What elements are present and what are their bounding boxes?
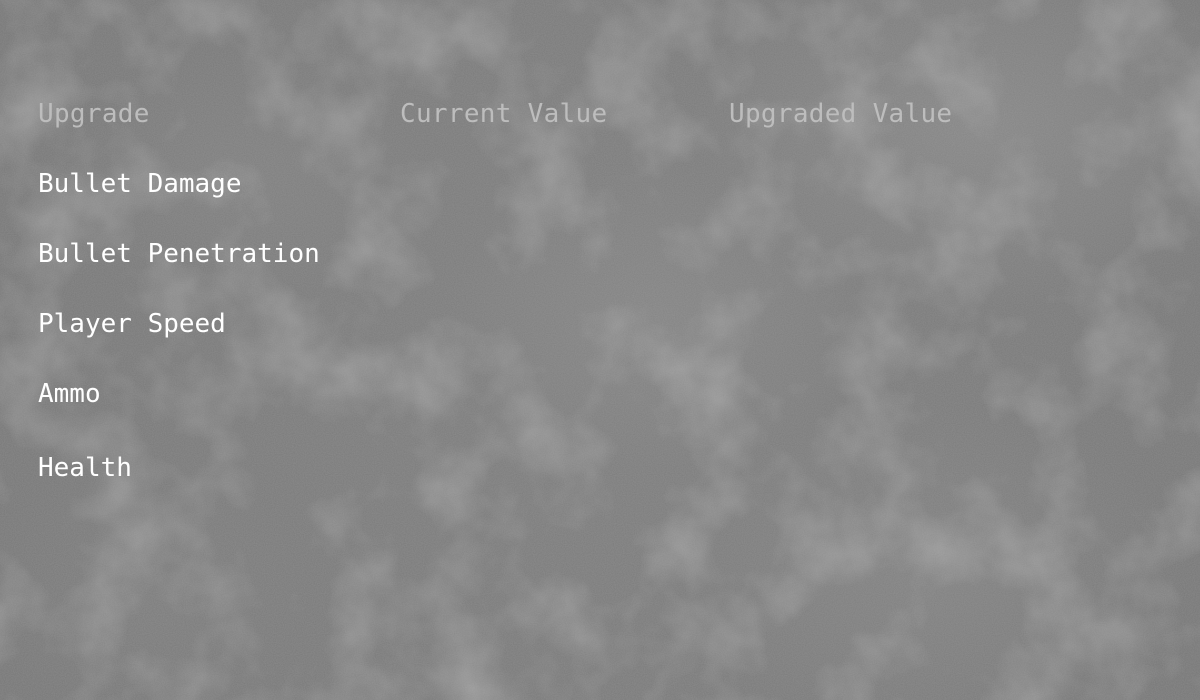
upgrade-row-player-speed[interactable]: Player Speed [38,306,226,342]
header-current-value: Current Value [400,99,608,129]
upgrade-label: Health [38,453,132,483]
upgrade-row-health[interactable]: Health [38,450,132,486]
upgrade-row-bullet-penetration[interactable]: Bullet Penetration [38,236,320,272]
upgrade-label: Bullet Penetration [38,239,320,269]
upgrade-label: Ammo [38,379,101,409]
upgrade-table: Upgrade Current Value Upgraded Value Bul… [38,96,1138,483]
header-upgraded-value: Upgraded Value [729,99,953,129]
upgrade-label: Bullet Damage [38,169,242,199]
upgrade-label: Player Speed [38,309,226,339]
upgrade-row-ammo[interactable]: Ammo [38,376,101,412]
upgrade-row-bullet-damage[interactable]: Bullet Damage [38,166,242,202]
header-upgrade: Upgrade [38,99,150,129]
table-header-row: Upgrade Current Value Upgraded Value [38,96,1138,136]
